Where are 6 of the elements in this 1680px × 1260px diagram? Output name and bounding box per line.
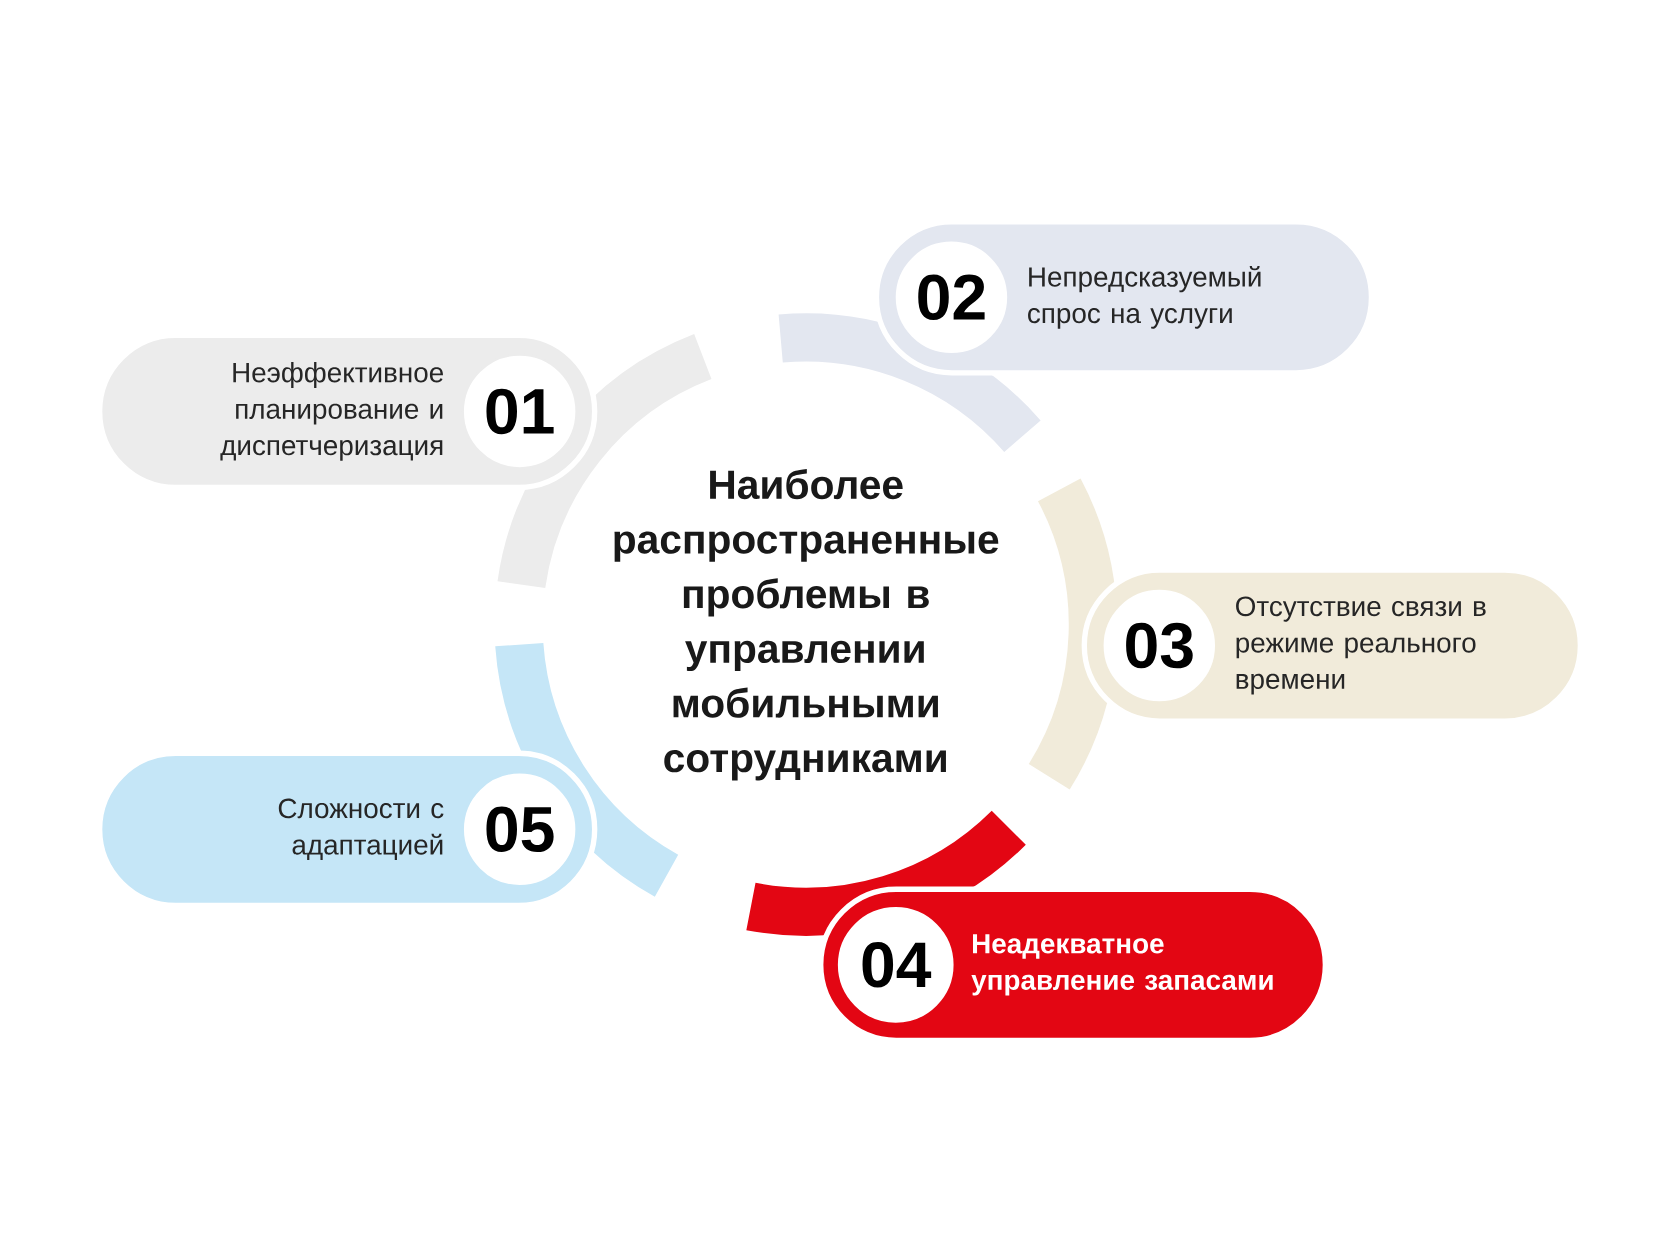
pill-box: 03 Отсутствие связи в режиме реального времени <box>1081 567 1584 724</box>
pill-box: Неэффективное планирование и диспетчеризация 01 <box>96 332 598 491</box>
pill-box: Сложности с адаптацией 05 <box>96 750 598 909</box>
pill-box: 02 Непредсказуемый спрос на услуги <box>873 219 1375 376</box>
pill-box: 04 Неадекватное управление запасами <box>818 886 1329 1044</box>
title: Наиболее распространенные проблемы в управлении мобильными сотрудниками <box>614 468 999 781</box>
